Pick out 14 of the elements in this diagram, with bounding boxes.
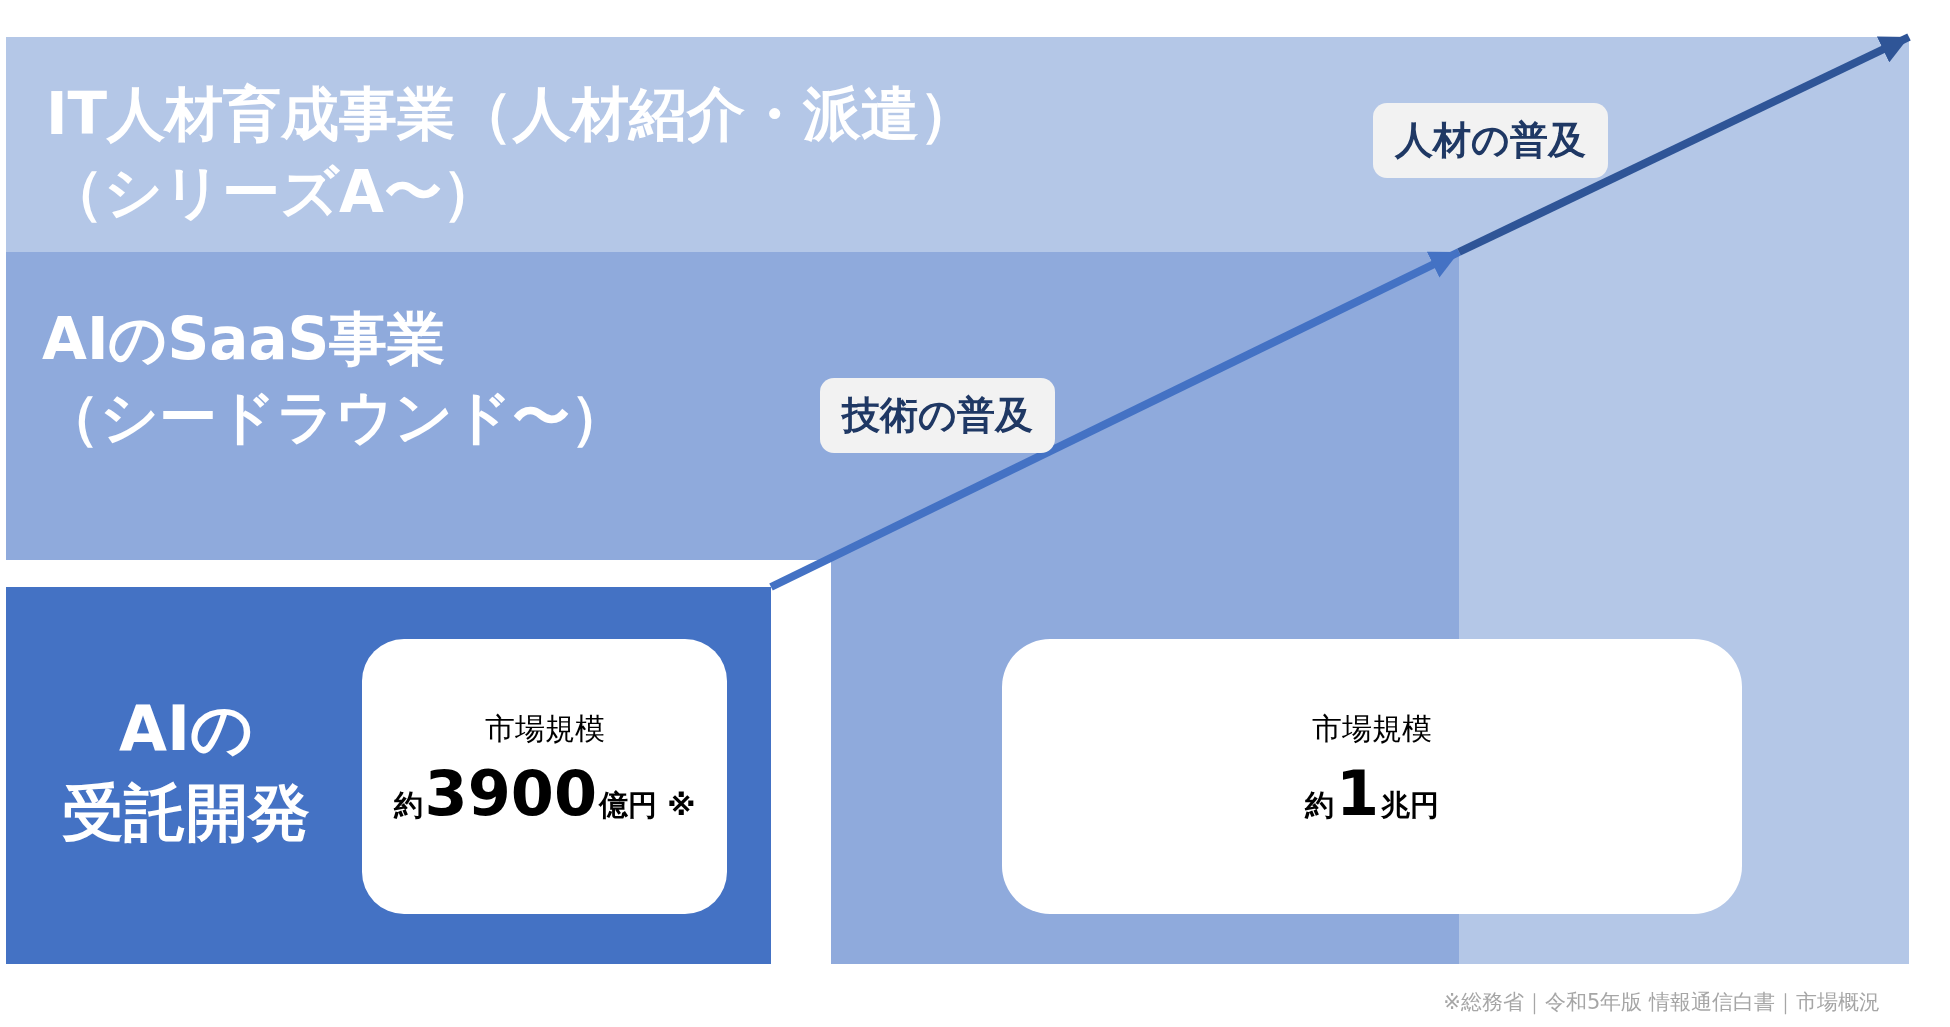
market-label: 市場規模 [1312,709,1432,748]
band-heading: IT人材育成事業（人材紹介・派遣）（シリーズA〜） [46,79,978,229]
edge-label: 人材の普及 [1373,103,1608,178]
category-box [6,587,771,964]
band-heading: AIの受託開発 [61,691,311,851]
market-size-card [1002,639,1742,914]
edge-label: 技術の普及 [820,378,1055,453]
arrow [769,248,1461,591]
source-note: ※総務省｜令和5年版 情報通信白書｜市場概況 [1443,989,1880,1016]
market-label: 市場規模 [484,709,605,748]
market-size-card [362,639,727,914]
arrow [1457,33,1911,256]
market-value: 約3900億円 ※ [393,755,696,832]
band-heading: AIのSaaS事業（シードラウンド〜） [42,304,628,454]
